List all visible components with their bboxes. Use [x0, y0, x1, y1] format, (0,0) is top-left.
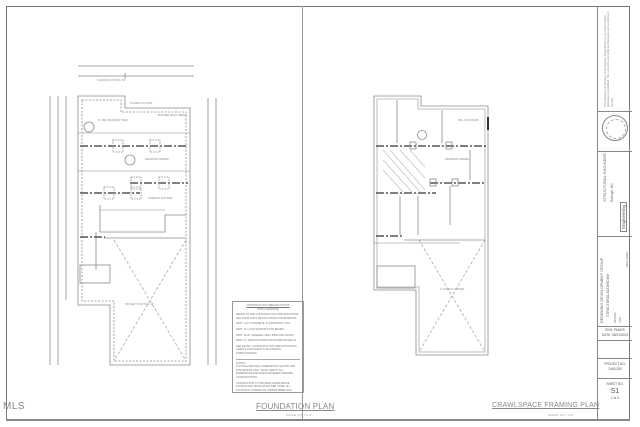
foundation-plan-scale: SCALE: 1/4" = 1'-0"	[286, 413, 313, 417]
crawlspace-plan-title: CRAWLSPACE FRAMING PLAN	[492, 402, 600, 409]
project-no: 2445-260	[608, 367, 622, 371]
eng-label: ENG: PAURS	[605, 328, 625, 332]
engineer-seal-icon	[602, 115, 628, 141]
eng-date-cell: ENG: PAURS DATE: 08/21/2024	[598, 327, 632, 341]
client-name: REDEMING DEVELOPMENT GROUP	[600, 257, 604, 323]
scope-label: SCOPE:	[613, 311, 617, 323]
spec-part: PART 14: LOAD SUPPORT FOR BEAMS	[236, 327, 284, 331]
notes-label: NOTES:	[236, 361, 246, 365]
spec-intro: REFER TO THE CONSTRUCTION SPECIFICATIONS…	[236, 313, 299, 320]
project-no-label: PROJECT NO.	[604, 362, 626, 366]
blank-cell	[598, 341, 632, 359]
project-name: STRUCTURAL ADDENDUM	[606, 273, 610, 317]
crawlspace-plan-scale: SCALE: 1/4" = 1'-0"	[548, 413, 575, 417]
plan-divider	[302, 6, 303, 420]
seal-cell	[598, 112, 632, 152]
date-label: DATE: 08/21/2024	[602, 333, 628, 337]
svg-text:DROPPED GIRDER: DROPPED GIRDER	[145, 157, 169, 161]
spec-part: PART 15-20: GENERAL WALL BRACING NOTES	[236, 333, 294, 337]
project-info-cell: REDEMING DEVELOPMENT GROUP STRUCTURAL AD…	[598, 237, 632, 327]
construction-specifications-box: CONSTRUCTION SPECIFICATIONS (NCRC 2018/2…	[232, 301, 304, 393]
disclaimer-cell: This drawing is the property of the engi…	[598, 7, 632, 112]
engineer-firm: STRUCTURAL ENGINEER	[602, 153, 607, 202]
disclaimer-text: This drawing is the property of the engi…	[604, 11, 614, 107]
spec-part: PART 21: SINGLE-STAGE FOR EXTERIOR WALLS	[236, 339, 297, 343]
svg-text:COMMON FOOTING: COMMON FOOTING	[148, 196, 173, 200]
svg-text:8" CMU MASONRY PIER: 8" CMU MASONRY PIER	[98, 118, 128, 122]
sheet-no: S1	[610, 388, 620, 395]
svg-text:BUILDER FIELD VERIFY: BUILDER FIELD VERIFY	[158, 113, 188, 117]
note-item: FOOTING AND WALL DIMENSIONS SHOWN ARE FO…	[236, 365, 296, 379]
foundation-plan-title: FOUNDATION PLAN	[256, 402, 335, 411]
svg-text:OALMOD FOOTING TO: OALMOD FOOTING TO	[97, 78, 125, 82]
spec-detail-note: SEE DETAIL 1 CONSTRUCTION SPECIFICATIONS…	[236, 344, 297, 355]
note-item: CONTRACTOR TO PROVIDE CRAWLSPACE ACCESS …	[236, 381, 293, 392]
project-number-cell: PROJECT NO. 2445-260	[598, 359, 632, 379]
svg-text:PLATED FOOTING: PLATED FOOTING	[130, 101, 152, 105]
spec-part: PART 1-13: CONCRETE, FOUNDATION, SOIL	[236, 322, 291, 326]
mls-watermark: MLS	[3, 401, 26, 412]
svg-text:DROPPED GIRDER: DROPPED GIRDER	[445, 157, 469, 161]
bottom-border	[6, 419, 630, 421]
engineer-address: Raleigh, NC	[610, 183, 614, 202]
firm-logo: Engineering	[620, 201, 627, 232]
loc-label: LOC:	[618, 315, 622, 323]
title-block: This drawing is the property of the engi…	[597, 7, 632, 419]
sheet-no-label: SHEET NO.	[606, 382, 624, 386]
engineer-cell: STRUCTURAL ENGINEER Raleigh, NC Engineer…	[598, 152, 632, 237]
sheet-of: 1 of 4	[611, 396, 619, 400]
spec-subheading: (NCRC 2018/2024)	[256, 307, 280, 311]
revision-label: REV / DATE	[625, 251, 629, 267]
svg-text:4" SLAB ON GRADE: 4" SLAB ON GRADE	[440, 287, 465, 291]
svg-text:PROJECT FOOTING 12": PROJECT FOOTING 12"	[125, 302, 154, 306]
spec-heading: CONSTRUCTION SPECIFICATIONS	[246, 304, 290, 307]
spec-notes: NOTES: FOOTING AND WALL DIMENSIONS SHOWN…	[236, 358, 300, 393]
sheet-number-cell: SHEET NO. S1 1 of 4	[598, 379, 632, 419]
svg-text:DBL. 2X10 BAND: DBL. 2X10 BAND	[458, 118, 479, 122]
